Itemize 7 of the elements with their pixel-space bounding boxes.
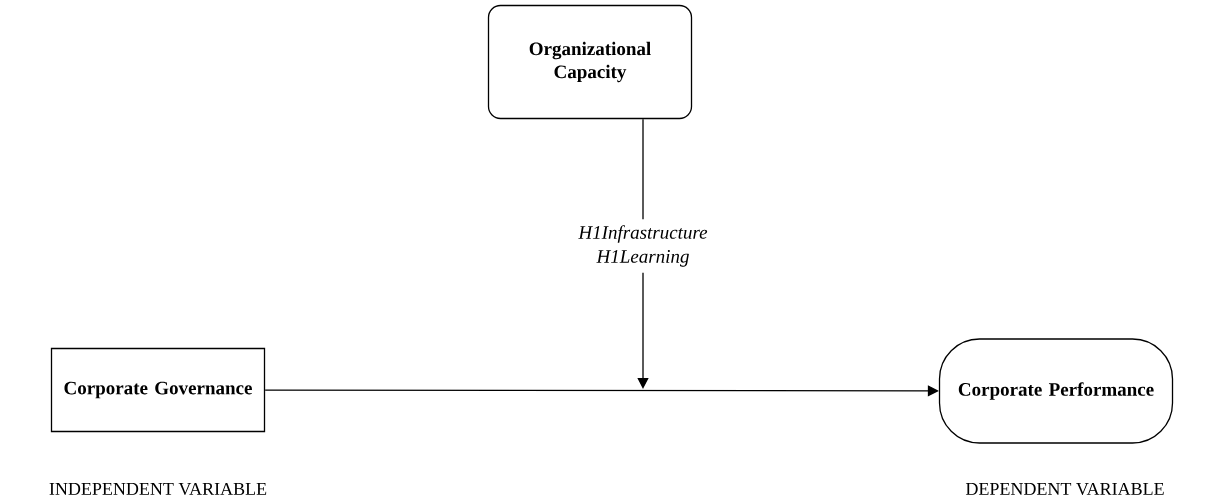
variable-label: INDEPENDENT VARIABLE (49, 482, 267, 496)
arrow (264, 385, 939, 397)
variable-label: DEPENDENT VARIABLE (965, 482, 1164, 496)
rounded-box: Organizational Capacity (487, 4, 693, 120)
process-box: Corporate Governance (50, 347, 266, 433)
edge-label: H1Infrastructure H1Learning (562, 219, 724, 273)
stadium-box: Corporate Performance (938, 338, 1174, 444)
